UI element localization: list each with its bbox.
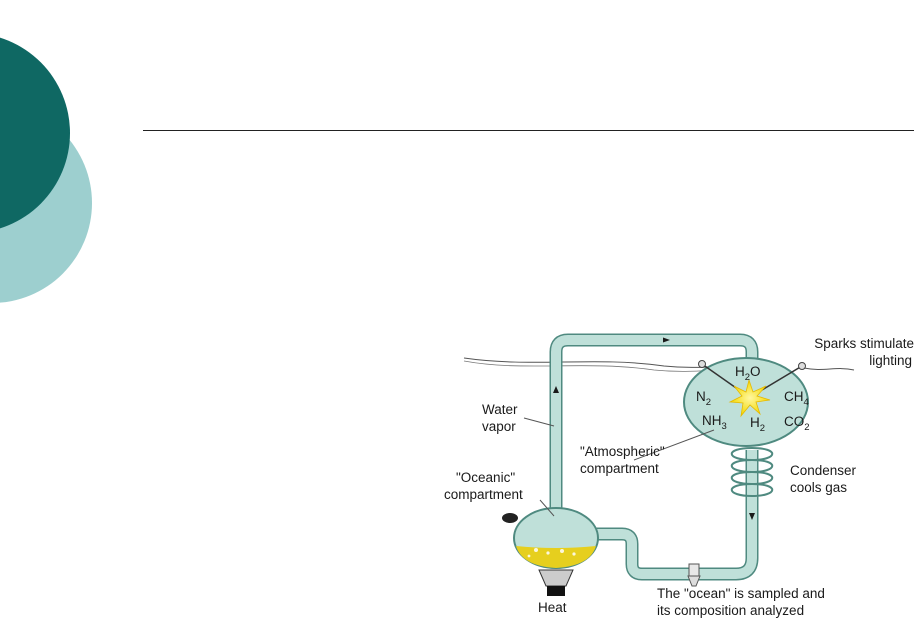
title-divider (143, 130, 914, 131)
label-atmospheric-1: "Atmospheric" (580, 444, 665, 459)
label-heat: Heat (538, 600, 567, 615)
label-water-vapor-1: Water (482, 402, 518, 417)
label-condenser-2: cools gas (790, 480, 847, 495)
sampling-valve (687, 563, 701, 587)
label-sampled-1: The "ocean" is sampled and (657, 586, 825, 601)
label-condenser-1: Condenser (790, 463, 857, 478)
label-water-vapor-2: vapor (482, 419, 516, 434)
label-oceanic-2: compartment (444, 487, 523, 502)
flow-arrow-up (553, 386, 559, 393)
dark-teal-circle (0, 37, 70, 229)
flask-stopper (502, 513, 518, 523)
miller-urey-apparatus-diagram: H2O N2 CH4 NH3 H2 CO2 Sparks stimulate l… (444, 333, 914, 618)
spark-icon (728, 378, 771, 418)
gas-n2: N2 (696, 389, 711, 408)
gas-ch4: CH4 (784, 389, 809, 408)
flow-arrow-right (663, 337, 670, 343)
gas-h2o: H2O (735, 364, 761, 383)
electrode-wire-right (803, 367, 855, 371)
label-sparks-2: lighting (869, 353, 912, 368)
slide-decoration (0, 37, 92, 303)
condenser-tube (660, 450, 759, 581)
condenser-coil (730, 447, 774, 498)
heat-burner (538, 569, 574, 596)
gas-co2: CO2 (784, 414, 810, 433)
label-atmospheric-2: compartment (580, 461, 659, 476)
label-sampled-2: its composition analyzed (657, 603, 804, 618)
gas-nh3: NH3 (702, 413, 727, 432)
gas-h2: H2 (750, 415, 765, 434)
ocean-water (516, 546, 596, 568)
label-sparks-1: Sparks stimulate (814, 336, 914, 351)
label-oceanic-1: "Oceanic" (456, 470, 515, 485)
flow-arrow-down (749, 513, 755, 520)
bubbles (527, 548, 576, 558)
